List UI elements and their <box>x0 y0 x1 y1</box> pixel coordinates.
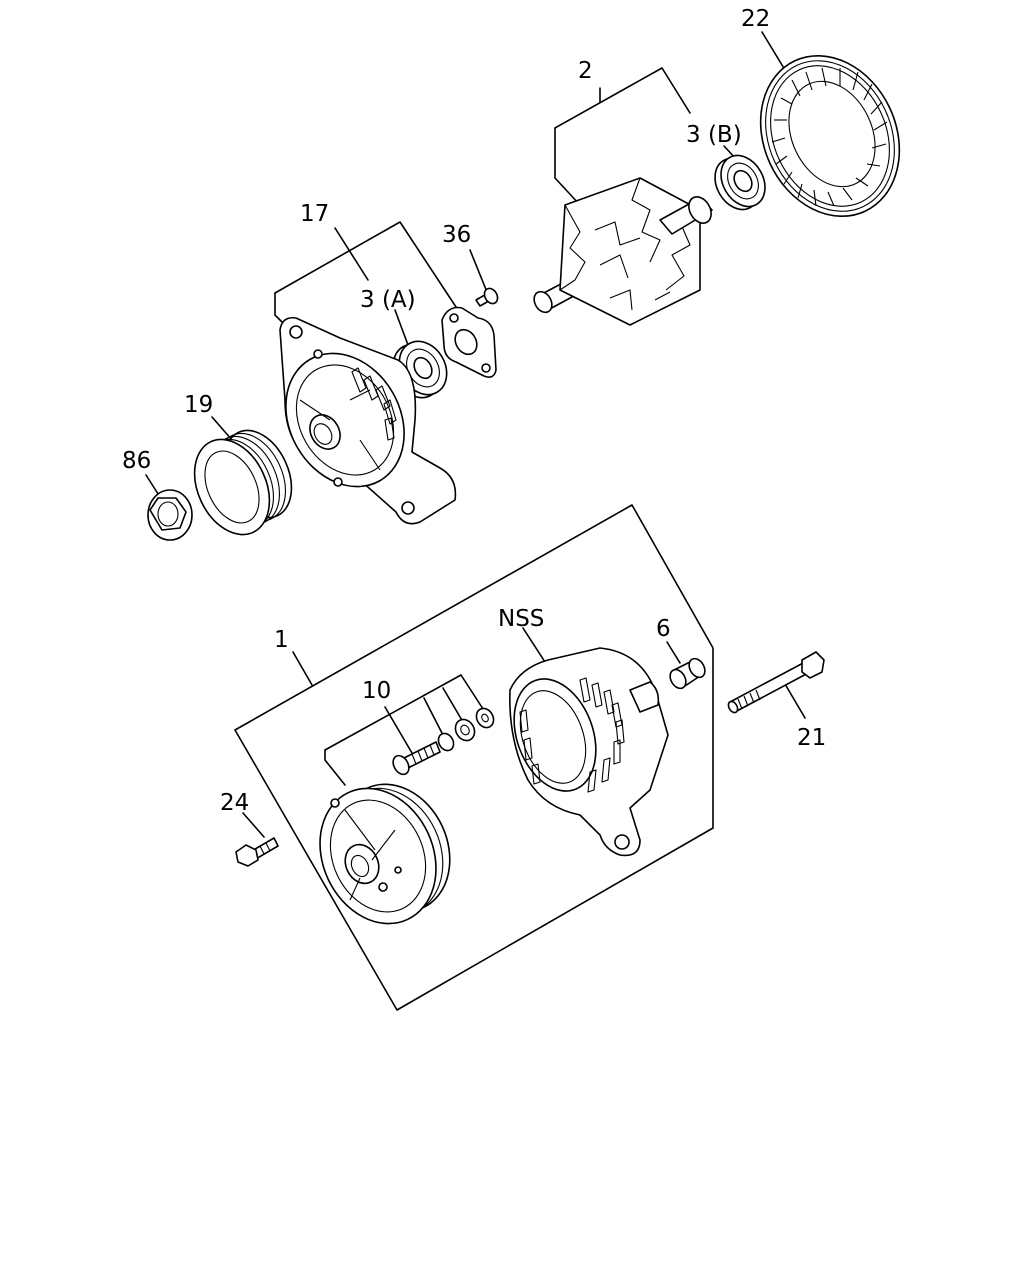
label-86: 86 <box>122 448 151 474</box>
screw-36 <box>475 287 499 307</box>
label-2: 2 <box>578 58 593 84</box>
label-21: 21 <box>797 725 826 751</box>
bearing-3a <box>392 340 448 399</box>
gasket-plate <box>441 306 497 378</box>
label-24: 24 <box>220 790 249 816</box>
rear-frame-nss <box>509 647 669 857</box>
bolt-24 <box>235 837 279 867</box>
bushing-6 <box>669 657 706 690</box>
bolt-washers-10 <box>392 707 495 776</box>
rear-pulley-cover <box>319 783 451 925</box>
pulley-19 <box>193 429 293 536</box>
callout-labels: 22 2 3 (B) 17 36 3 (A) 19 86 1 NSS 6 10 … <box>122 6 826 816</box>
label-1: 1 <box>274 627 289 653</box>
nut-86 <box>147 489 193 541</box>
label-10: 10 <box>362 678 391 704</box>
rotor-2 <box>533 177 713 326</box>
label-17: 17 <box>300 201 329 227</box>
stator-22 <box>759 54 901 218</box>
leader-lines <box>145 31 806 1011</box>
label-3a: 3 (A) <box>360 287 416 313</box>
label-6: 6 <box>656 616 671 642</box>
bearing-3b <box>714 154 766 211</box>
label-19: 19 <box>184 392 213 418</box>
label-nss: NSS <box>498 606 544 632</box>
label-36: 36 <box>442 222 471 248</box>
label-22: 22 <box>741 6 770 32</box>
label-3b: 3 (B) <box>686 122 742 148</box>
front-frame-17 <box>279 316 457 525</box>
through-bolt-21 <box>727 651 825 714</box>
